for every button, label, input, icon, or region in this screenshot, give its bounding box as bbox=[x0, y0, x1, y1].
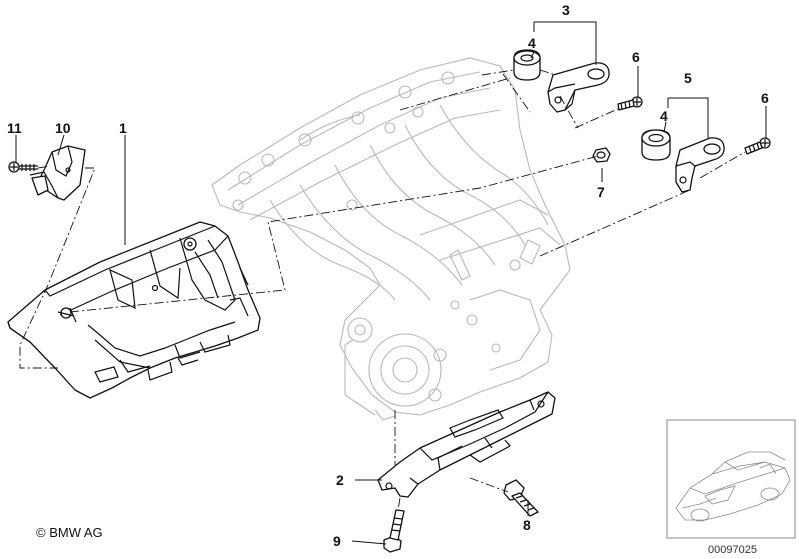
part-2-lower-bracket bbox=[377, 391, 556, 498]
callout-5: 5 bbox=[684, 70, 692, 86]
callout-8: 8 bbox=[523, 517, 531, 533]
assembly-lines bbox=[19, 69, 746, 511]
part-7-nut bbox=[592, 147, 611, 163]
callout-10: 10 bbox=[55, 120, 71, 136]
leader-lines bbox=[15, 21, 767, 545]
callout-2: 2 bbox=[336, 472, 344, 488]
part-11-screw bbox=[8, 161, 38, 173]
part-8-bolt bbox=[503, 479, 539, 517]
part-5-bracket-assembly bbox=[641, 129, 725, 193]
part-3-bracket-assembly bbox=[513, 49, 610, 113]
part-6-screw-upper bbox=[617, 96, 643, 111]
callout-1: 1 bbox=[119, 120, 127, 136]
callout-4-lower: 4 bbox=[660, 108, 668, 124]
callout-11: 11 bbox=[7, 120, 22, 136]
callout-3: 3 bbox=[562, 2, 570, 18]
callout-labels: 1 2 3 4 4 5 6 6 7 8 9 10 11 bbox=[7, 2, 769, 549]
callout-4-upper: 4 bbox=[528, 35, 536, 51]
vehicle-thumbnail bbox=[666, 419, 796, 539]
intake-manifold bbox=[211, 57, 571, 421]
callout-9: 9 bbox=[333, 533, 341, 549]
diagram-reference-number: 00097025 bbox=[708, 544, 757, 556]
part-1-cover bbox=[7, 221, 261, 399]
callout-6-right: 6 bbox=[761, 90, 769, 106]
callout-6-upper: 6 bbox=[632, 49, 640, 65]
part-9-bolt bbox=[383, 509, 405, 553]
part-10-clip bbox=[29, 145, 86, 201]
callout-7: 7 bbox=[597, 184, 605, 200]
part-6-screw-right bbox=[744, 137, 771, 155]
copyright-text: © BMW AG bbox=[36, 525, 103, 540]
